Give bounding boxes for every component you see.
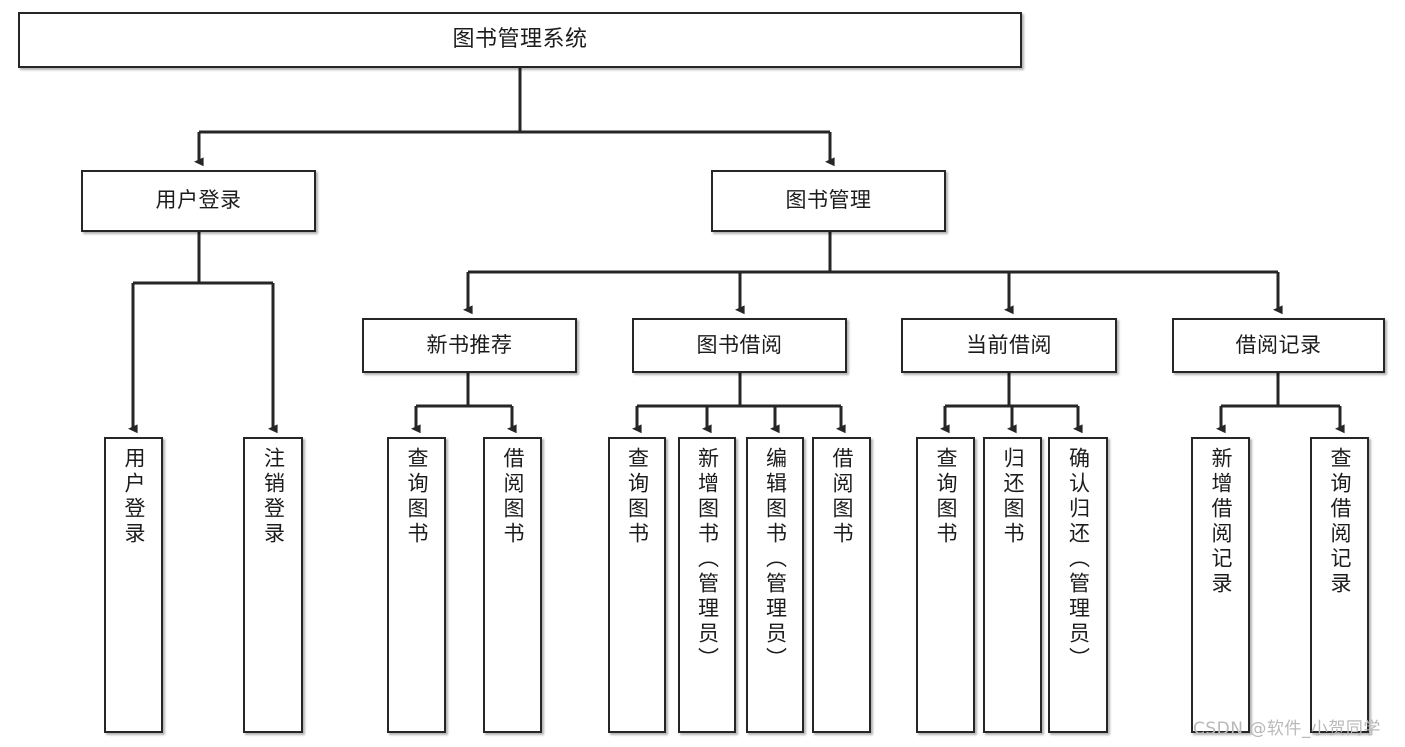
node-leaf-current-borrow-query-book[interactable]: 查询图书 bbox=[916, 437, 975, 733]
node-label: 借阅图书 bbox=[830, 447, 854, 547]
node-leaf-book-borrow-query-book[interactable]: 查询图书 bbox=[608, 437, 666, 733]
node-leaf-borrow-record-query-record[interactable]: 查询借阅记录 bbox=[1310, 437, 1369, 733]
node-book-borrow[interactable]: 图书借阅 bbox=[632, 318, 847, 373]
node-label: 借阅图书 bbox=[501, 447, 525, 547]
node-label: 查询图书 bbox=[625, 447, 650, 547]
node-label: 图书管理 bbox=[785, 188, 872, 213]
node-book-management[interactable]: 图书管理 bbox=[711, 170, 946, 232]
node-leaf-user-login-logout[interactable]: 注销登录 bbox=[243, 437, 303, 733]
node-label: 新书推荐 bbox=[426, 332, 513, 357]
node-label: 注销登录 bbox=[261, 447, 286, 547]
node-user-login[interactable]: 用户登录 bbox=[81, 170, 316, 232]
node-label: 编辑图书（管理员） bbox=[763, 447, 788, 672]
node-label: 用户登录 bbox=[122, 447, 146, 547]
node-label: 归还图书 bbox=[1001, 447, 1025, 547]
node-label: 借阅记录 bbox=[1235, 332, 1322, 357]
node-new-book-recommend[interactable]: 新书推荐 bbox=[362, 318, 577, 373]
node-label: 当前借阅 bbox=[966, 332, 1052, 357]
node-leaf-new-book-query-book[interactable]: 查询图书 bbox=[387, 437, 446, 733]
node-borrow-record[interactable]: 借阅记录 bbox=[1172, 318, 1385, 373]
node-label: 图书借阅 bbox=[696, 332, 783, 357]
node-root-book-management-system[interactable]: 图书管理系统 bbox=[18, 12, 1022, 68]
node-label: 确认归还（管理员） bbox=[1066, 447, 1091, 672]
csdn-watermark: CSDN @软件_小贺同学 bbox=[1193, 719, 1381, 739]
node-leaf-new-book-borrow-book[interactable]: 借阅图书 bbox=[483, 437, 542, 733]
node-label: 查询图书 bbox=[405, 447, 429, 547]
node-leaf-user-login-login[interactable]: 用户登录 bbox=[104, 437, 163, 733]
node-leaf-book-borrow-borrow-book[interactable]: 借阅图书 bbox=[812, 437, 871, 733]
node-label: 查询图书 bbox=[934, 447, 958, 547]
node-leaf-book-borrow-edit-book-admin[interactable]: 编辑图书（管理员） bbox=[746, 437, 804, 733]
node-label: 图书管理系统 bbox=[452, 26, 588, 52]
node-leaf-current-borrow-confirm-return-admin[interactable]: 确认归还（管理员） bbox=[1048, 437, 1108, 733]
node-label: 新增图书（管理员） bbox=[695, 447, 720, 672]
node-current-borrow[interactable]: 当前借阅 bbox=[901, 318, 1117, 373]
node-leaf-current-borrow-return-book[interactable]: 归还图书 bbox=[983, 437, 1042, 733]
node-label: 查询借阅记录 bbox=[1328, 447, 1352, 597]
node-label: 新增借阅记录 bbox=[1209, 447, 1233, 597]
node-leaf-borrow-record-add-record[interactable]: 新增借阅记录 bbox=[1191, 437, 1250, 733]
node-label: 用户登录 bbox=[155, 188, 242, 213]
node-leaf-book-borrow-add-book-admin[interactable]: 新增图书（管理员） bbox=[678, 437, 736, 733]
